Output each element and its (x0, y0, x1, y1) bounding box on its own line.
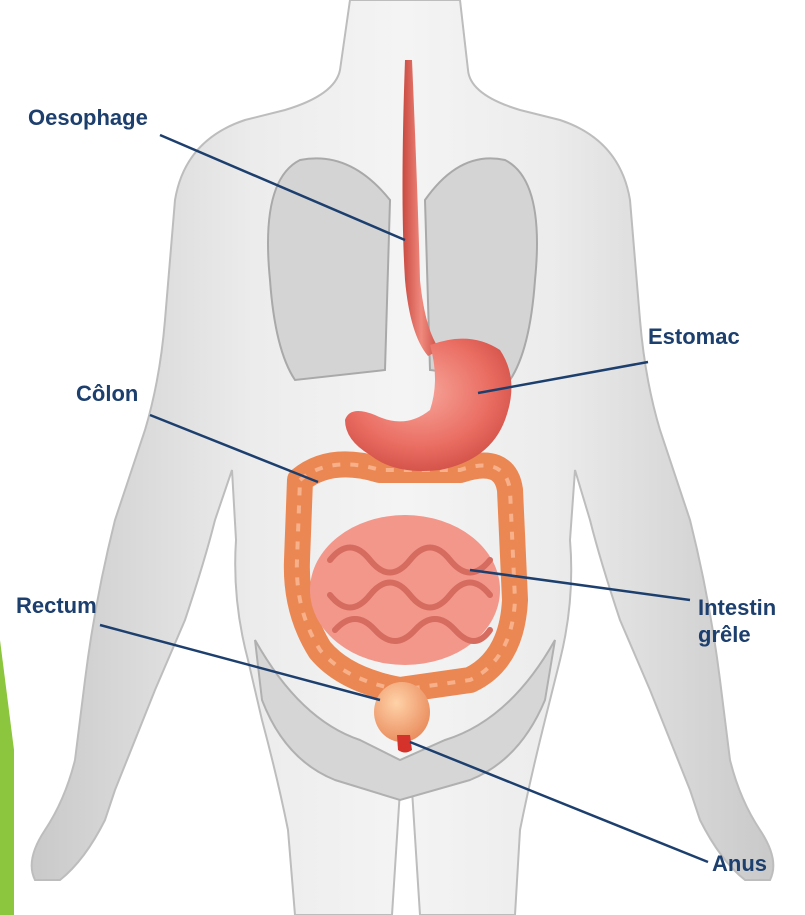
anus (397, 735, 412, 753)
label-intestin-grele: Intestin grêle (698, 594, 776, 648)
label-intestin-line2: grêle (698, 621, 776, 648)
label-intestin-line1: Intestin (698, 594, 776, 621)
label-anus: Anus (712, 852, 767, 876)
small-intestine (310, 515, 500, 665)
label-rectum: Rectum (16, 594, 97, 618)
rectum (374, 682, 430, 742)
label-oesophage: Oesophage (28, 106, 148, 130)
label-colon: Côlon (76, 382, 138, 406)
label-estomac: Estomac (648, 325, 740, 349)
right-lung (268, 158, 390, 380)
